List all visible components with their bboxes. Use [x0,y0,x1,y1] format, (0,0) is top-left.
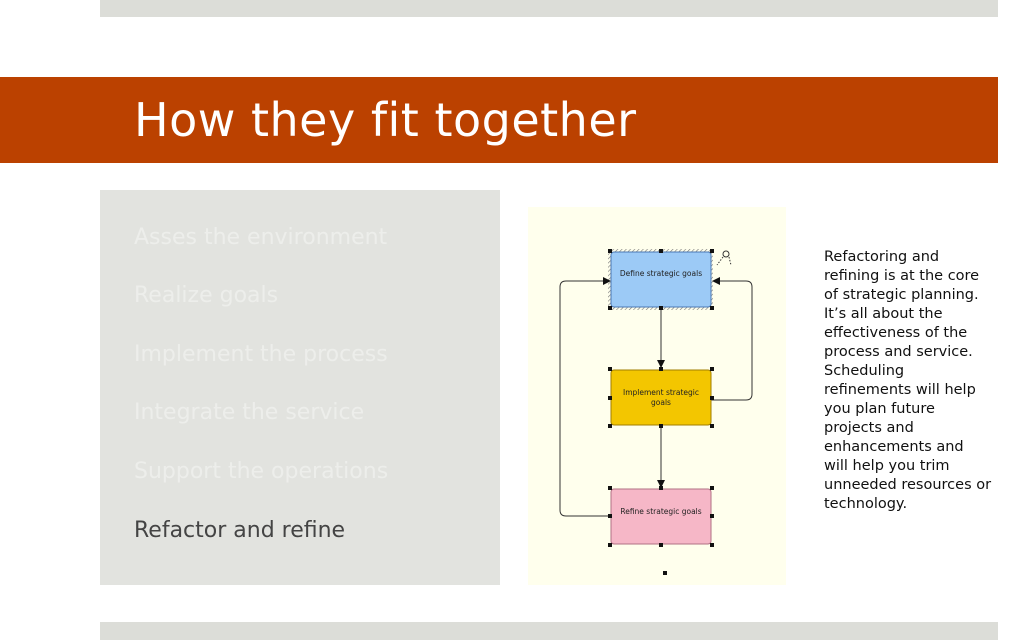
diagram-canvas: Define strategic goals Implement strateg… [559,249,753,575]
topic-list-panel: Asses the environment Realize goals Impl… [100,190,500,585]
node-implement-label-line1: Implement strategic [623,388,699,397]
node-implement-label-line2: goals [651,398,671,407]
top-band [100,0,998,17]
selection-handles[interactable] [608,249,714,575]
list-item-refactor: Refactor and refine [134,518,346,543]
connector-implement-define [711,277,753,401]
node-implement[interactable]: Implement strategic goals [610,369,712,426]
list-item-support: Support the operations [134,459,389,484]
connector-refine-define [559,277,611,517]
description-text: Refactoring and refining is at the core … [824,249,992,512]
list-item-integrate: Integrate the service [134,400,365,425]
node-define[interactable]: Define strategic goals [610,251,712,308]
bottom-band [100,622,998,640]
title-bar: How they fit together [0,77,998,163]
list-item-realize: Realize goals [134,283,279,308]
node-refine[interactable]: Refine strategic goals [610,488,712,545]
flow-diagram: Define strategic goals Implement strateg… [528,207,786,585]
rotate-handle-icon[interactable] [716,250,732,266]
node-define-label: Define strategic goals [620,269,702,278]
list-item-implement: Implement the process [134,342,388,367]
list-item-assess: Asses the environment [134,225,388,250]
slide-title: How they fit together [134,93,637,147]
node-refine-label: Refine strategic goals [620,507,701,516]
